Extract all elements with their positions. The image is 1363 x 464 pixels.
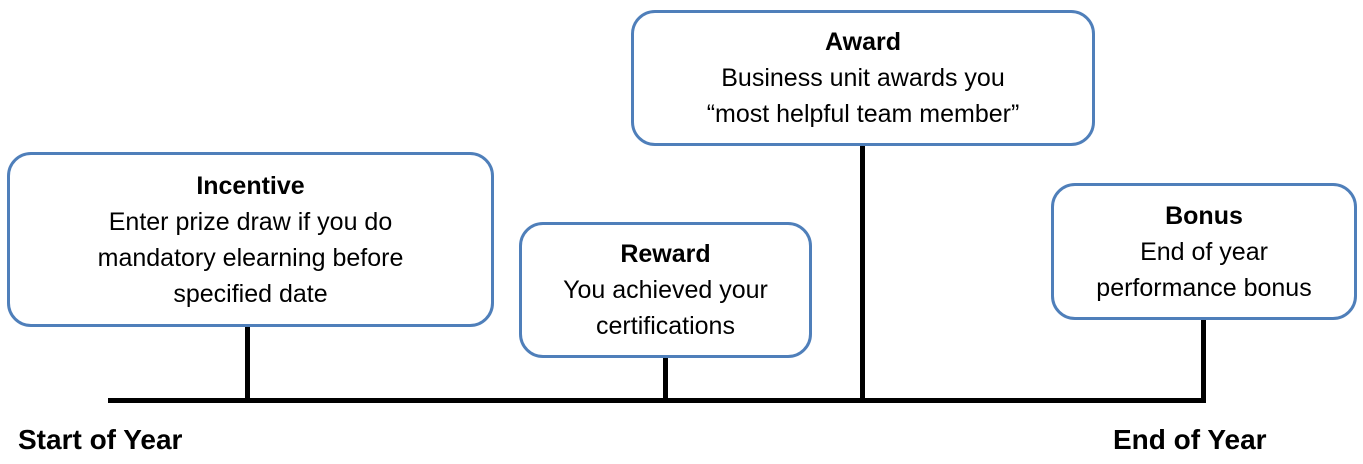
start-of-year-label: Start of Year bbox=[18, 424, 183, 455]
incentive-title: Incentive bbox=[196, 171, 305, 200]
timeline-axis bbox=[108, 398, 1206, 403]
incentive-description: Enter prize draw if you do mandatory ele… bbox=[97, 207, 404, 308]
bonus-description: End of year performance bonus bbox=[1096, 237, 1312, 302]
award-title: Award bbox=[825, 28, 901, 56]
end-of-year-label: End of Year bbox=[1113, 424, 1267, 455]
award-box: Award Business unit awards you “most hel… bbox=[631, 10, 1095, 146]
reward-box: Reward You achieved your certifications bbox=[519, 222, 812, 358]
reward-description: You achieved your certifications bbox=[563, 276, 768, 340]
incentive-connector bbox=[245, 325, 250, 403]
bonus-title: Bonus bbox=[1165, 201, 1243, 230]
incentive-box: Incentive Enter prize draw if you do man… bbox=[7, 152, 494, 327]
award-description: Business unit awards you “most helpful t… bbox=[706, 64, 1020, 128]
reward-title: Reward bbox=[620, 240, 711, 268]
bonus-connector bbox=[1201, 318, 1206, 403]
award-connector bbox=[860, 144, 865, 403]
bonus-box: Bonus End of year performance bonus bbox=[1051, 183, 1357, 320]
reward-connector bbox=[663, 356, 668, 403]
